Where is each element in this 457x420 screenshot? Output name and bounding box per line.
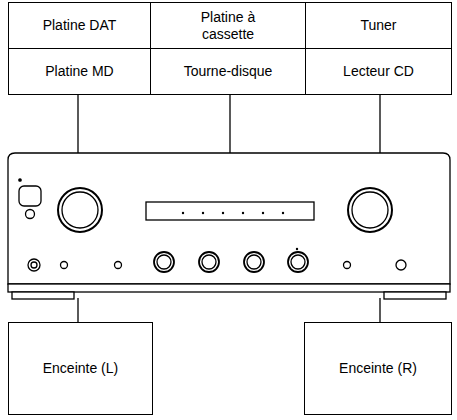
component-box: Tourne-disque [150, 48, 306, 95]
speaker-box: Enceinte (L) [8, 322, 153, 415]
amplifier-base [8, 284, 450, 292]
tone-knob [154, 252, 174, 272]
component-box: Tuner [305, 2, 452, 49]
box-label: Platine MD [45, 63, 113, 79]
display [146, 202, 314, 220]
indicator [26, 210, 35, 219]
headphone-jack [28, 259, 40, 271]
component-box: Platine MD [8, 48, 151, 95]
box-label: Lecteur CD [343, 63, 414, 79]
volume-knob [58, 188, 102, 232]
wire [379, 95, 380, 153]
button [61, 262, 68, 269]
dot [19, 179, 21, 181]
jack-inner [31, 262, 37, 268]
wire [77, 298, 78, 322]
tone-knob [244, 252, 264, 272]
box-label: Enceinte (L) [43, 360, 118, 376]
component-box: Platine à cassette [150, 2, 306, 49]
component-box: Lecteur CD [305, 48, 452, 95]
power-button [19, 186, 41, 206]
box-label: Enceinte (R) [339, 360, 417, 376]
amplifier-foot [384, 292, 446, 299]
button [344, 262, 351, 269]
box-label: Tuner [360, 17, 396, 33]
amplifier-foot [12, 292, 74, 299]
knob-ring [62, 192, 98, 228]
tone-knob [288, 252, 308, 272]
wire [77, 95, 78, 153]
tone-knob [199, 252, 219, 272]
selector-knob [348, 188, 392, 232]
component-box: Platine DAT [8, 2, 151, 49]
knob-ring [352, 192, 388, 228]
box-label: Platine à cassette [180, 9, 276, 41]
speaker-box: Enceinte (R) [304, 322, 452, 415]
box-label: Platine DAT [43, 17, 117, 33]
button [396, 260, 406, 270]
amplifier-body [8, 153, 450, 284]
box-label: Tourne-disque [184, 63, 273, 79]
wire [379, 298, 380, 322]
wire [229, 95, 230, 153]
button [115, 262, 122, 269]
